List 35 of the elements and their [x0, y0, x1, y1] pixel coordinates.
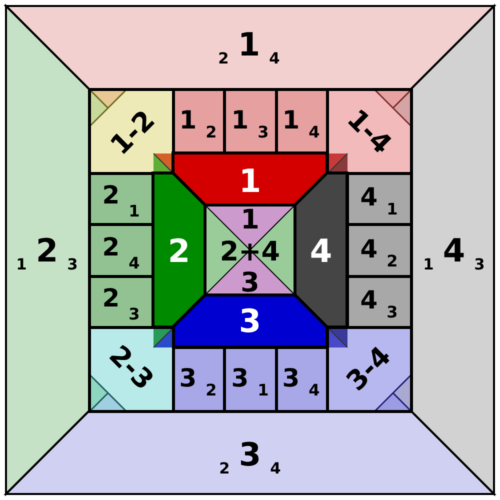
number-label: 1$_{2}$ — [179, 108, 217, 140]
number-label: $_{2}$3$_{4}$ — [219, 438, 281, 478]
number-label: 1$_{3}$ — [231, 108, 269, 140]
outer-face — [411, 6, 494, 494]
number-label: 4$_{1}$ — [360, 184, 398, 218]
number-label: $_{1}$2$_{3}$ — [16, 234, 78, 274]
number-label: 4$_{3}$ — [360, 288, 398, 320]
outer-face — [6, 6, 494, 89]
number-label: 3$_{2}$ — [179, 366, 217, 398]
corner-tile — [88, 88, 174, 174]
number-label: 2 — [168, 235, 190, 267]
edge-tile — [172, 346, 226, 412]
outer-face — [6, 411, 494, 494]
number-label: 2$_{1}$ — [102, 182, 140, 220]
corner-tile — [326, 88, 412, 174]
number-label: 1 — [240, 206, 260, 234]
number-label: 4 — [310, 235, 332, 267]
number-label: 2$_{3}$ — [102, 286, 140, 322]
outer-face — [6, 6, 89, 494]
pair-label: 2-3 — [104, 341, 158, 395]
number-label: 3$_{4}$ — [282, 366, 320, 398]
number-label: $_{2}$1$_{4}$ — [218, 28, 280, 68]
pair-label: 1-2 — [106, 106, 160, 160]
corner-tile — [326, 326, 412, 412]
number-label: 4$_{2}$ — [360, 236, 398, 270]
number-label: 1$_{4}$ — [282, 108, 320, 140]
pair-label: 3-4 — [342, 342, 396, 396]
corner-tile — [88, 326, 174, 412]
pair-label: 1-4 — [342, 105, 396, 159]
number-label: 3 — [238, 305, 262, 337]
number-label: 3$_{1}$ — [231, 366, 269, 398]
number-label: $_{1}$4$_{3}$ — [423, 234, 485, 274]
number-label: 3 — [240, 270, 260, 296]
number-label: 1 — [238, 165, 262, 197]
number-label: 2$_{4}$ — [102, 234, 140, 272]
